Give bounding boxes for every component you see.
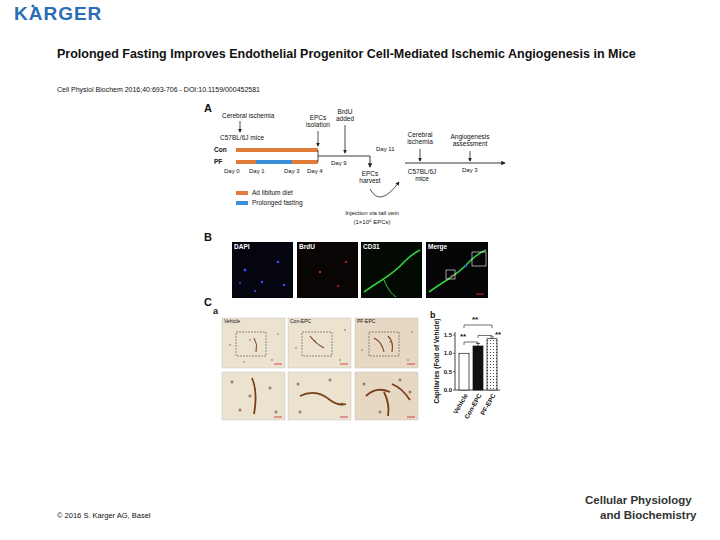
journal-name: and Biochemistry <box>600 509 697 522</box>
significance-mark: ** <box>472 315 478 324</box>
timeline-label: C57BL/6J mice <box>402 168 442 183</box>
timeline-label: EPCs harvest <box>353 170 387 185</box>
axis-tick: 1.5 <box>444 332 452 339</box>
day-label: Day 3 <box>462 167 478 174</box>
timeline-label: Cerebral ischemia <box>222 112 274 119</box>
image-label: Vehicle <box>224 319 240 325</box>
stain-label: CD31 <box>363 243 380 250</box>
day-label: Day 4 <box>307 168 323 175</box>
fluorescence-images <box>232 242 488 298</box>
axis-tick: 1.0 <box>444 350 452 357</box>
histology-images <box>222 318 418 420</box>
significance-mark: ** <box>460 332 466 341</box>
timeline-label: BrdU added <box>330 108 360 123</box>
stain-label: DAPI <box>234 243 250 250</box>
day-label: Day 9 <box>331 160 347 167</box>
timeline-label: Injection via tail vein <box>330 210 414 217</box>
axis-title: Capillaries (Fold of Vehicle) <box>433 319 440 404</box>
axis-tick: 0.5 <box>444 368 452 375</box>
panel-letter: C <box>204 296 212 309</box>
slide-title: Prolonged Fasting Improves Endothelial P… <box>57 47 677 63</box>
day-label: Day 1 <box>249 168 265 175</box>
stain-label: BrdU <box>299 243 315 250</box>
day-label: Day 0 <box>224 168 240 175</box>
day-label: Day 11 <box>376 146 395 153</box>
timeline-label: C57BL/6J mice <box>220 134 264 141</box>
copyright: © 2016 S. Karger AG, Basel <box>57 512 151 521</box>
publisher-logo: KARGER <box>14 3 102 25</box>
legend-text: Prolonged fasting <box>252 199 303 206</box>
timeline <box>236 121 505 197</box>
group-label: Con <box>214 146 227 153</box>
day-label: Day 3 <box>284 168 300 175</box>
legend-text: Ad libitum diet <box>252 189 293 196</box>
group-label: PF <box>214 158 222 165</box>
legend-item: Prolonged fasting <box>236 199 303 206</box>
image-label: Con-EPC <box>290 319 311 325</box>
timeline-label: EPCs isolation <box>301 114 335 129</box>
timeline-label: (1×10⁶ EPCs) <box>340 219 404 226</box>
legend-swatch <box>236 201 248 205</box>
stain-label: Merge <box>428 243 447 250</box>
legend-swatch <box>236 191 248 195</box>
panel-letter: B <box>204 231 212 244</box>
axis-tick: 0.0 <box>444 387 452 394</box>
timeline-label: Cerebral ischemia <box>401 131 439 146</box>
panel-letter: a <box>213 306 218 316</box>
significance-mark: ** <box>495 330 501 339</box>
panel-letter: A <box>204 102 212 115</box>
legend-item: Ad libitum diet <box>236 189 293 196</box>
timeline-label: Angiogenesis assessment <box>441 133 499 148</box>
journal-name: Cellular Physiology <box>585 494 692 507</box>
citation: Cell Physiol Biochem 2016;40:693-706 - D… <box>57 86 260 94</box>
bar-chart <box>453 325 500 390</box>
image-label: PF-EPC <box>357 319 375 325</box>
